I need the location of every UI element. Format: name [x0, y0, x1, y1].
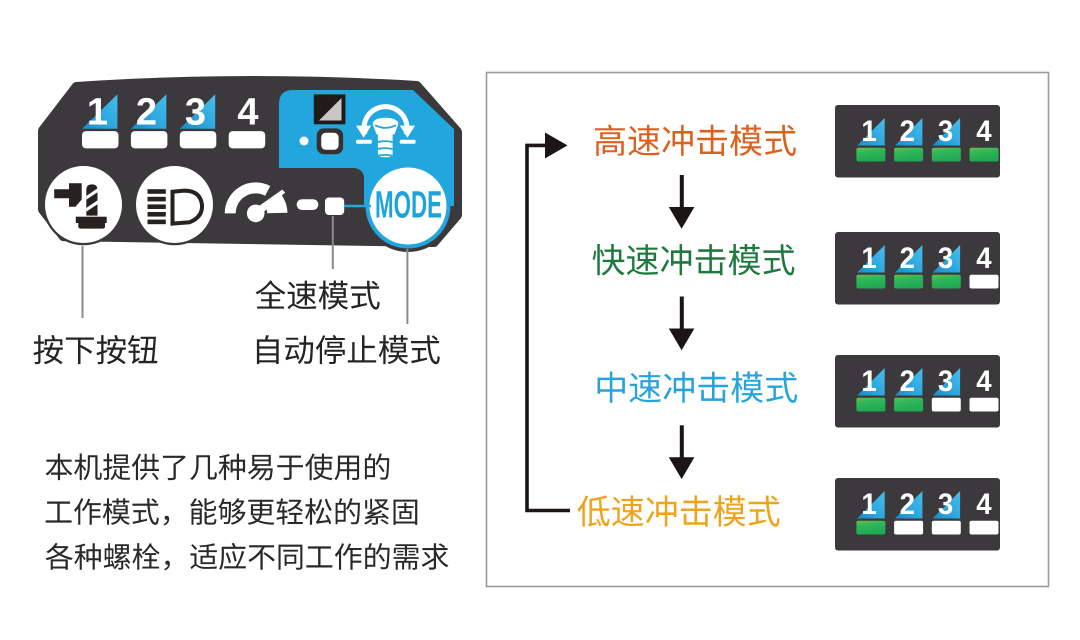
svg-text:3: 3: [938, 242, 953, 275]
svg-text:3: 3: [938, 365, 953, 398]
svg-text:2: 2: [136, 91, 157, 133]
svg-text:2: 2: [900, 488, 915, 521]
svg-text:4: 4: [976, 242, 991, 275]
svg-text:1: 1: [861, 365, 876, 398]
svg-text:3: 3: [185, 91, 206, 133]
svg-text:1: 1: [861, 242, 876, 275]
svg-text:1: 1: [861, 115, 876, 148]
svg-text:2: 2: [900, 365, 915, 398]
svg-text:4: 4: [976, 488, 991, 521]
svg-text:MODE: MODE: [375, 185, 442, 227]
svg-text:3: 3: [938, 488, 953, 521]
svg-text:3: 3: [938, 115, 953, 148]
svg-text:2: 2: [900, 242, 915, 275]
svg-text:1: 1: [87, 91, 108, 133]
svg-text:4: 4: [976, 115, 991, 148]
svg-text:4: 4: [976, 365, 991, 398]
svg-text:2: 2: [900, 115, 915, 148]
svg-text:4: 4: [237, 91, 258, 133]
svg-text:1: 1: [861, 488, 876, 521]
